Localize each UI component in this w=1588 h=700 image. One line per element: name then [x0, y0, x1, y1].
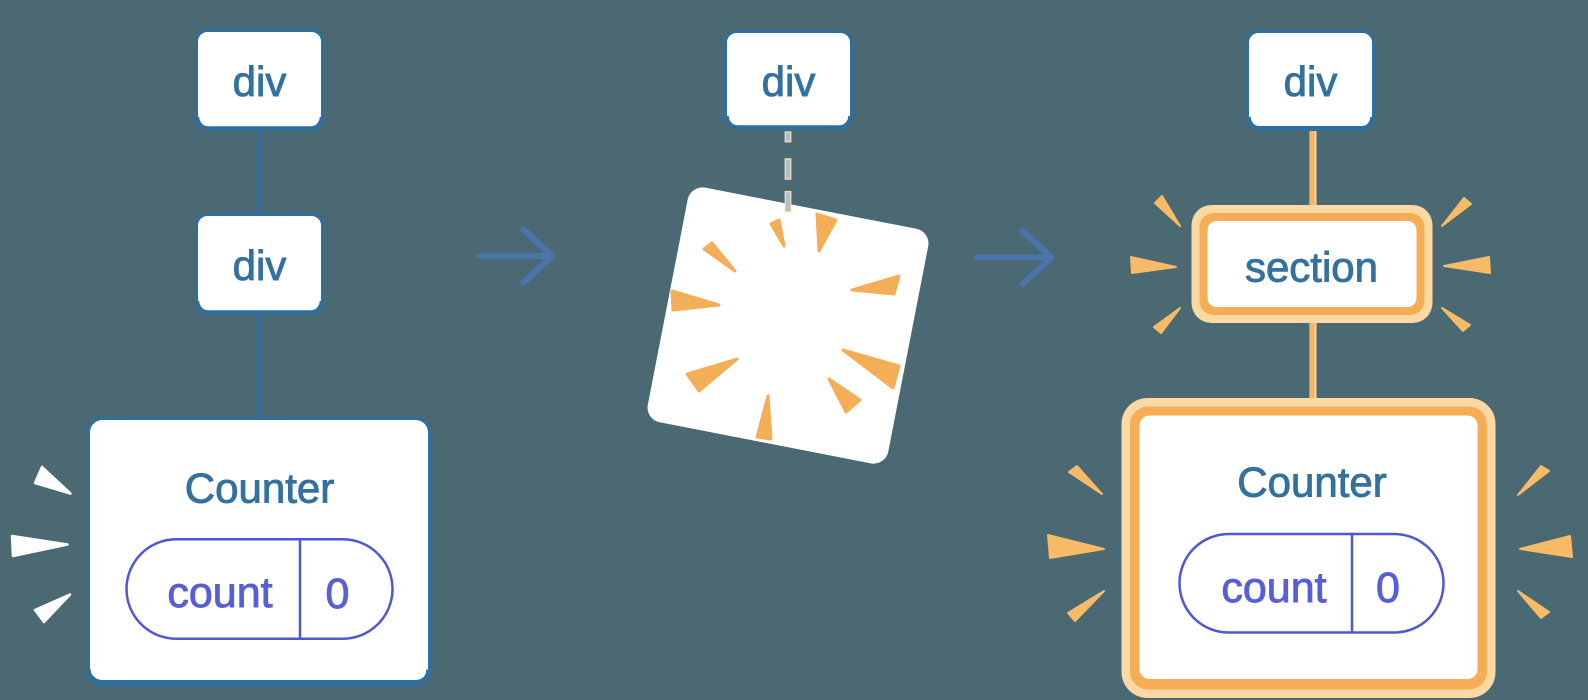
svg-text:count: count [167, 569, 272, 617]
svg-text:section: section [1245, 244, 1378, 291]
svg-text:div: div [233, 58, 287, 105]
svg-text:count: count [1221, 564, 1326, 612]
svg-text:0: 0 [1376, 564, 1400, 612]
svg-text:0: 0 [326, 570, 350, 618]
svg-text:Counter: Counter [185, 465, 334, 512]
svg-text:div: div [233, 242, 287, 289]
svg-text:Counter: Counter [1237, 459, 1386, 506]
svg-text:div: div [762, 58, 816, 105]
svg-text:div: div [1284, 58, 1338, 105]
